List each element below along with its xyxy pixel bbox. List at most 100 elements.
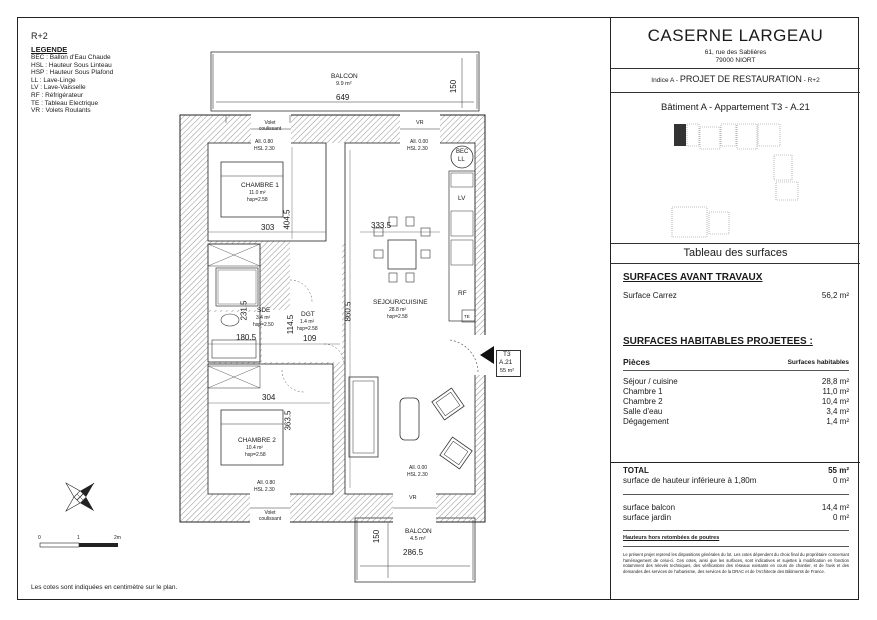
- balcony-top-depth: 150: [449, 79, 459, 94]
- total-label: TOTAL: [623, 466, 649, 475]
- room-dgt-area: 1.4 m²: [300, 319, 315, 325]
- legend-item: RF : Réfrigérateur: [31, 91, 84, 99]
- legend-item: HSL : Hauteur Sous Linteau: [31, 61, 112, 69]
- outdoor-row: surface balcon 14,4 m²: [623, 503, 849, 512]
- room-sde-name: SDE: [257, 307, 271, 314]
- room-ch2-name: CHAMBRE 2: [238, 437, 276, 444]
- before-row: Surface Carrez 56,2 m²: [623, 291, 849, 301]
- index-suffix: - R+2: [801, 77, 820, 84]
- projected-row: Chambre 2 10,4 m²: [623, 397, 849, 406]
- col-pieces: Pièces: [623, 357, 650, 367]
- sejour-window-allege: All. 0.00: [410, 139, 429, 145]
- drawing-frame: [17, 17, 859, 600]
- room-dgt-name: DGT: [301, 311, 315, 318]
- room-sejour-hsp: hsp=2.58: [387, 314, 408, 320]
- level-label: R+2: [31, 31, 48, 41]
- footnote: Les cotes sont indiquées en centimètre s…: [31, 584, 178, 591]
- balcony-top-name: BALCON: [331, 73, 358, 80]
- legend-item: TE : Tableau Electrique: [31, 99, 99, 107]
- room-dgt-height: 114.5: [286, 314, 296, 335]
- room-sejour-height: 860.5: [343, 301, 353, 322]
- before-value: 56,2 m²: [821, 291, 849, 300]
- room-ch2-area: 10.4 m²: [246, 445, 263, 451]
- entry-label-apt: A.21: [499, 359, 513, 366]
- projected-row: Dégagement 1,4 m²: [623, 417, 849, 426]
- balcony-bottom-name: BALCON: [405, 528, 432, 535]
- index-prefix: Indice A -: [651, 77, 680, 84]
- scale-start: 0: [38, 535, 41, 541]
- projected-row: Séjour / cuisine 28,8 m²: [623, 377, 849, 386]
- bed-ch1: [220, 161, 284, 218]
- sejour-bottom-window-allege: All. 0.00: [409, 465, 428, 471]
- room-sde-width: 180.5: [236, 333, 257, 342]
- room-ch1-hsp: hsp=2.58: [247, 197, 268, 203]
- shutter-bottom-label: Volet coulissant: [258, 510, 282, 522]
- legend-item: BEC : Ballon d'Eau Chaude: [31, 54, 111, 61]
- vr-bottom-label: VR: [409, 495, 417, 501]
- total-value: 55 m²: [828, 466, 849, 475]
- ch1-window-hsl: HSL 2.30: [254, 146, 275, 152]
- balcony-top-width: 649: [336, 93, 350, 102]
- room-ch2-hsp: hsp=2.58: [245, 452, 266, 458]
- dining-table: [387, 239, 417, 270]
- col-surfaces: Surfaces habitables: [787, 359, 849, 366]
- room-dgt-hsp: hsp=2.58: [297, 326, 318, 332]
- projected-row: Chambre 1 11,0 m²: [623, 387, 849, 396]
- sejour-bottom-window-hsl: HSL 2.30: [407, 472, 428, 478]
- low-height-row: surface de hauteur inférieure à 1,80m 0 …: [623, 476, 849, 485]
- entry-box: [496, 350, 521, 377]
- legend: R+2 LEGENDE BEC : Ballon d'Eau Chaude HS…: [31, 31, 113, 115]
- rf-label: RF: [458, 290, 467, 297]
- index-line: Indice A - PROJET DE RESTAURATION - R+2: [611, 74, 860, 84]
- north-arrow-icon: [65, 482, 95, 512]
- balcony-top-area: 9.9 m²: [336, 81, 352, 87]
- room-sde-area: 3.4 m²: [256, 315, 271, 321]
- water-heater-icon: [450, 145, 474, 169]
- scale-end: 2m: [114, 535, 121, 541]
- room-ch1-height: 404.5: [282, 209, 292, 230]
- scale-mid: 1: [77, 535, 80, 541]
- before-label: Surface Carrez: [623, 291, 677, 300]
- entry-label-area: 55 m²: [500, 368, 515, 374]
- coffee-table: [399, 397, 420, 441]
- legend-item: HSP : Hauteur Sous Plafond: [31, 69, 114, 77]
- total-row: TOTAL 55 m²: [623, 466, 849, 476]
- room-ch1-width: 303: [261, 223, 275, 232]
- ch2-window-allege: All. 0.80: [257, 480, 276, 486]
- legend-item: LV : Lave-Vaisselle: [31, 84, 86, 92]
- projected-header: Pièces Surfaces habitables: [623, 357, 849, 367]
- bed-ch2: [220, 409, 284, 466]
- ch2-window-hsl: HSL 2.30: [254, 487, 275, 493]
- vanity: [211, 339, 257, 359]
- room-dgt-width: 109: [303, 334, 317, 343]
- project-subtitle: PROJET DE RESTAURATION: [679, 74, 802, 84]
- room-ch2-height: 363.5: [283, 410, 293, 431]
- sofa: [348, 376, 379, 458]
- shutter-top-label: Volet coulissant: [258, 120, 282, 132]
- note-title: Hauteurs hors retombées de poutres: [623, 535, 720, 541]
- legend-title: LEGENDE: [31, 45, 68, 54]
- disclaimer: Le présent projet reprend les dispositio…: [623, 552, 849, 574]
- project-title: CASERNE LARGEAU: [647, 26, 824, 45]
- room-sejour-width: 333.5: [371, 221, 392, 230]
- scale-bar: [39, 542, 80, 548]
- legend-item: LL : Lave-Linge: [31, 76, 76, 84]
- legend-item: VR : Volets Roulants: [31, 107, 91, 115]
- balcony-bottom-area: 4.5 m²: [410, 536, 426, 542]
- room-sde-height: 231.5: [239, 300, 249, 321]
- entry-label-t3: T3: [503, 351, 511, 358]
- room-sejour-name: SEJOUR/CUISINE: [373, 299, 428, 306]
- lv-label: LV: [458, 195, 466, 202]
- projected-title: SURFACES HABITABLES PROJETEES :: [623, 336, 813, 347]
- ll-label: LL: [458, 157, 465, 163]
- room-sejour-area: 28.8 m²: [389, 307, 406, 313]
- te-label: TE: [464, 314, 470, 319]
- room-ch1-area: 11.0 m²: [249, 190, 266, 196]
- address-line-2: 79000 NIORT: [715, 57, 756, 64]
- room-sde-hsp: hsp=2.50: [253, 322, 274, 328]
- room-ch1-name: CHAMBRE 1: [241, 182, 279, 189]
- vr-top-label: VR: [416, 120, 424, 126]
- title-block: CASERNE LARGEAU 61, rue des Sablières 79…: [610, 17, 860, 600]
- before-title: SURFACES AVANT TRAVAUX: [623, 272, 763, 283]
- key-plan: [671, 123, 799, 238]
